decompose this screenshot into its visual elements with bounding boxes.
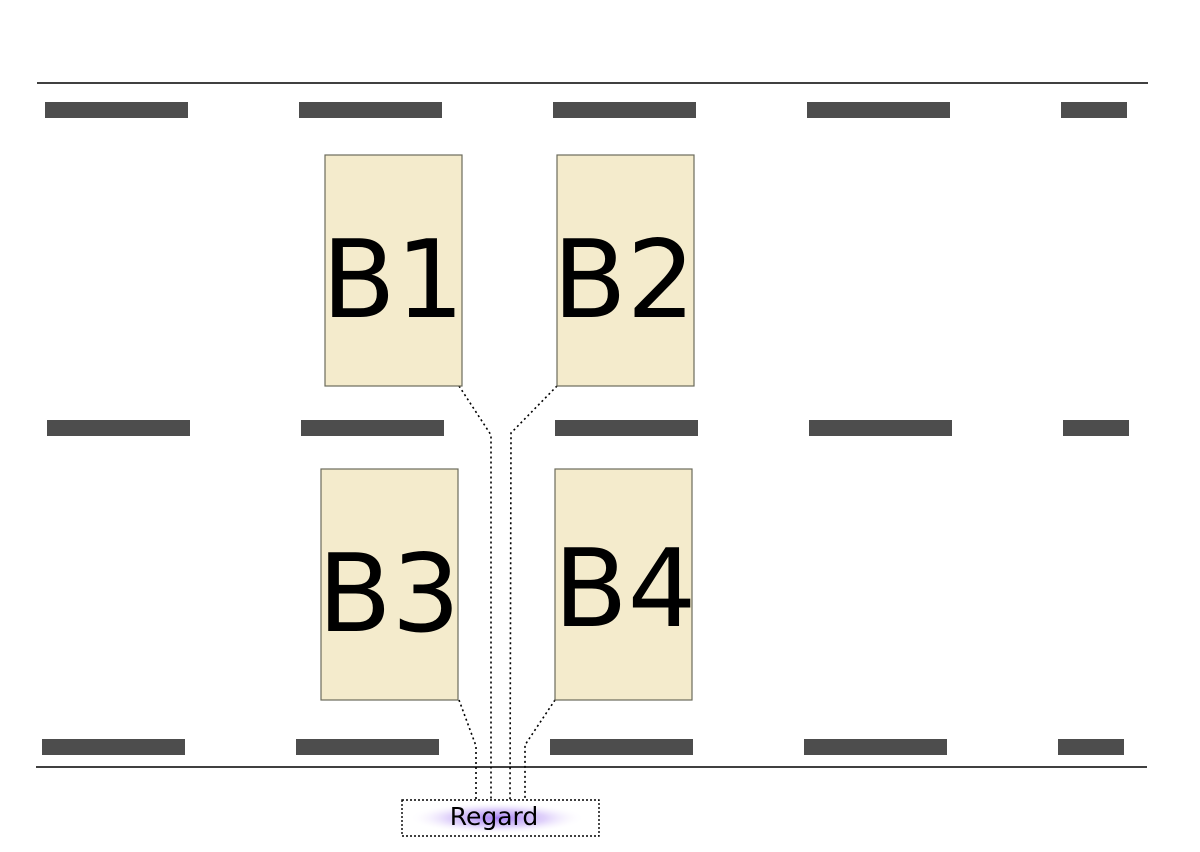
connector-lines xyxy=(458,385,558,801)
lane-dash xyxy=(296,739,439,755)
block-b2: B2 xyxy=(553,154,696,387)
lane-markings-row-2 xyxy=(47,420,1129,436)
lane-markings-row-1 xyxy=(45,102,1127,118)
lane-dash xyxy=(804,739,947,755)
lane-dash xyxy=(553,102,696,118)
block-b3: B3 xyxy=(318,468,461,701)
block-b1-label: B1 xyxy=(322,218,465,343)
lane-dash xyxy=(299,102,442,118)
lane-dash xyxy=(1063,420,1129,436)
lane-dash xyxy=(42,739,185,755)
block-b1: B1 xyxy=(322,154,465,387)
connector-b1 xyxy=(458,385,492,800)
lane-markings-row-3 xyxy=(42,739,1124,755)
connector-b2 xyxy=(509,385,558,801)
lane-dash xyxy=(550,739,693,755)
block-b3-box xyxy=(320,468,459,701)
regard-box: Regard xyxy=(401,799,600,837)
regard-label: Regard xyxy=(450,802,539,831)
lane-dash xyxy=(45,102,188,118)
lane-dash xyxy=(1058,739,1124,755)
lane-dash xyxy=(807,102,950,118)
block-b2-label: B2 xyxy=(553,218,696,343)
block-b4-label: B4 xyxy=(554,527,697,652)
lane-dash xyxy=(555,420,698,436)
lane-dash xyxy=(47,420,190,436)
block-b1-box xyxy=(324,154,463,387)
lane-dash xyxy=(1061,102,1127,118)
lane-dash xyxy=(809,420,952,436)
connector-b3 xyxy=(458,699,477,800)
lane-dash xyxy=(301,420,444,436)
block-b4-box xyxy=(554,468,693,701)
block-b4: B4 xyxy=(554,468,697,701)
block-b2-box xyxy=(556,154,695,387)
regard-glow xyxy=(409,802,585,834)
block-b3-label: B3 xyxy=(318,532,461,657)
connector-b4 xyxy=(524,699,556,800)
